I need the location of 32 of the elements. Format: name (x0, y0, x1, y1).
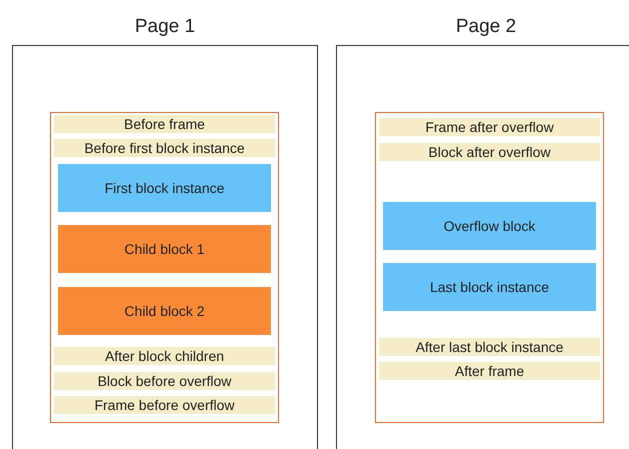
block-bar (54, 372, 275, 390)
block-label: Block after overflow (428, 145, 551, 159)
block-bar (54, 347, 275, 365)
block-label: Last block instance (430, 280, 550, 294)
child-block-box (58, 225, 271, 273)
block-label: Overflow block (444, 219, 536, 233)
block-label: After block children (104, 349, 224, 363)
block-label: After frame (454, 364, 524, 378)
block-label: Frame before overflow (94, 398, 235, 412)
block-bar (379, 118, 600, 136)
frame-box (50, 112, 279, 423)
block-label: Before first block instance (84, 141, 245, 155)
block-bar (54, 396, 275, 414)
block-bar (379, 338, 600, 356)
block-bar (379, 143, 600, 161)
page-title: Page 2 (454, 15, 518, 39)
block-label: Frame after overflow (425, 120, 554, 134)
child-block-box (58, 287, 271, 335)
frame-box (375, 112, 604, 423)
block-box (383, 202, 596, 250)
page-title: Page 1 (134, 15, 196, 39)
block-bar (379, 362, 600, 380)
block-label: Before frame (124, 117, 205, 131)
block-box (58, 164, 271, 212)
block-label: Child block 1 (124, 242, 205, 256)
block-label: First block instance (104, 181, 224, 195)
block-label: Block before overflow (98, 374, 232, 388)
block-box (383, 263, 596, 311)
block-bar (54, 115, 275, 133)
block-bar (54, 139, 275, 157)
block-label: After last block instance (416, 340, 564, 354)
block-label: Child block 2 (124, 304, 205, 318)
